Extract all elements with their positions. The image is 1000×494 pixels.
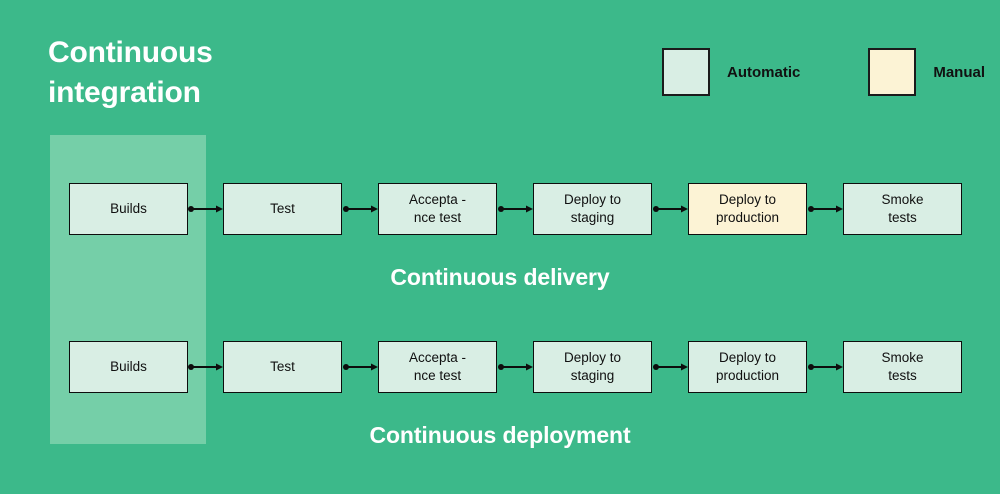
legend-swatch-automatic [662,48,710,96]
node-deploy-to-production[interactable]: Deploy to production [688,341,807,393]
pipeline-row-continuous-deployment: Builds Test Accepta - nce test Deploy to… [0,341,1000,393]
connector-deploy-production-to-smoke-tests [808,363,844,371]
node-deploy-to-production[interactable]: Deploy to production [688,183,807,235]
node-builds[interactable]: Builds [69,183,188,235]
legend: Automatic Manual [662,47,985,97]
caption-continuous-delivery: Continuous delivery [390,264,610,290]
node-deploy-to-staging[interactable]: Deploy to staging [533,183,652,235]
connector-test-to-acceptance-test [343,205,379,213]
legend-label-automatic: Automatic [727,63,801,81]
connector-deploy-staging-to-deploy-production [653,205,689,213]
connector-acceptance-test-to-deploy-staging [498,205,534,213]
connector-acceptance-test-to-deploy-staging [498,363,534,371]
pipeline-row-continuous-delivery: Builds Test Accepta - nce test Deploy to… [0,183,1000,235]
legend-label-manual: Manual [933,63,986,81]
node-test[interactable]: Test [223,341,342,393]
caption-continuous-deployment: Continuous deployment [369,422,631,448]
connector-builds-to-test [188,363,224,371]
legend-item-automatic: Automatic [662,48,800,96]
connector-builds-to-test [188,205,224,213]
node-acceptance-test[interactable]: Accepta - nce test [378,183,497,235]
node-acceptance-test[interactable]: Accepta - nce test [378,341,497,393]
node-smoke-tests[interactable]: Smoke tests [843,341,962,393]
legend-swatch-manual [868,48,917,96]
node-smoke-tests[interactable]: Smoke tests [843,183,962,235]
node-builds[interactable]: Builds [69,341,188,393]
continuous-integration-title: Continuous integration [48,36,213,109]
connector-deploy-production-to-smoke-tests [808,205,844,213]
connector-deploy-staging-to-deploy-production [653,363,689,371]
legend-item-manual: Manual [868,48,985,96]
node-test[interactable]: Test [223,183,342,235]
node-deploy-to-staging[interactable]: Deploy to staging [533,341,652,393]
connector-test-to-acceptance-test [343,363,379,371]
